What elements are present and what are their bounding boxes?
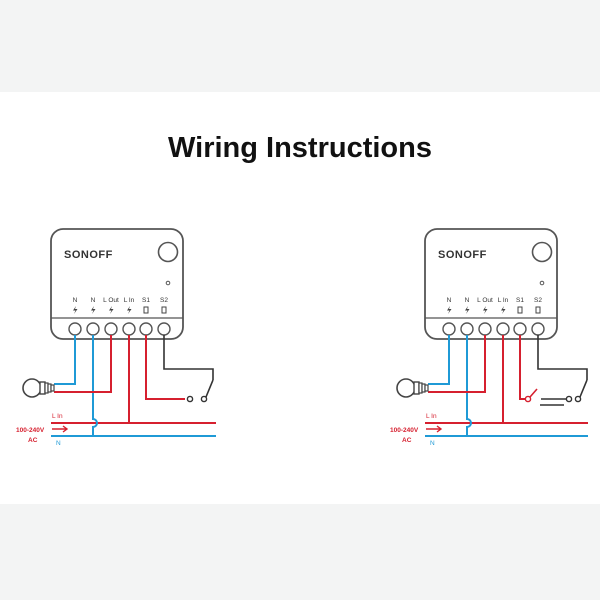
pairing-button — [157, 241, 179, 263]
terminal-screw — [478, 322, 492, 336]
ac-label: AC — [28, 437, 38, 444]
live-line-label: L In — [52, 413, 63, 420]
s2-wire — [163, 335, 214, 380]
neutral-wire-bulb — [428, 335, 450, 385]
s1-wire — [145, 335, 185, 400]
pairing-button — [531, 241, 553, 263]
terminal-screw — [122, 322, 136, 336]
contact-icon — [517, 306, 523, 314]
neutral-wire-supply — [466, 335, 472, 436]
brand-logo: SONOFF — [64, 249, 113, 261]
neutral-line-label: N — [430, 440, 435, 447]
live-wire-bulb — [54, 335, 112, 393]
terminal-label: S2 — [534, 297, 542, 304]
contact-icon — [143, 306, 149, 314]
terminal-label: N — [73, 297, 78, 304]
terminal-label: S1 — [516, 297, 524, 304]
led-indicator — [165, 280, 171, 286]
s1-wire — [519, 335, 525, 400]
switch-contact — [574, 395, 582, 403]
arrow-icon — [52, 425, 69, 433]
terminal-label: L Out — [477, 297, 493, 304]
terminal-screw — [513, 322, 527, 336]
live-wire-bulb — [428, 335, 486, 393]
terminal-screw — [442, 322, 456, 336]
diagram-left: SONOFF N N L Out L In S1 S2 — [16, 228, 216, 447]
terminal-label: L Out — [103, 297, 119, 304]
ac-label: AC — [402, 437, 412, 444]
switch-lever — [529, 388, 538, 398]
terminal-label: L In — [124, 297, 135, 304]
terminal-label: N — [465, 297, 470, 304]
diagram-right: SONOFF N N L Out L In S1 S2 — [390, 228, 588, 447]
neutral-wire-bulb — [54, 335, 76, 385]
terminal-screw — [496, 322, 510, 336]
led-indicator — [539, 280, 545, 286]
neutral-wire-supply — [92, 335, 98, 436]
terminal-label: L In — [498, 297, 509, 304]
neutral-line-label: N — [56, 440, 61, 447]
brand-logo: SONOFF — [438, 249, 487, 261]
switch-lever — [579, 379, 588, 398]
arrow-icon — [426, 425, 443, 433]
voltage-label: 100-240V — [390, 427, 419, 434]
terminal-screw — [86, 322, 100, 336]
s2-wire — [537, 335, 588, 380]
light-bulb-icon — [396, 378, 429, 398]
contact-icon — [161, 306, 167, 314]
terminal-screw — [460, 322, 474, 336]
switch-lever — [205, 379, 214, 398]
terminal-screw — [104, 322, 118, 336]
terminal-screw — [68, 322, 82, 336]
terminal-label: S2 — [160, 297, 168, 304]
terminal-screw — [531, 322, 545, 336]
voltage-label: 100-240V — [16, 427, 45, 434]
light-bulb-icon — [22, 378, 55, 398]
contact-icon — [535, 306, 541, 314]
module-body — [424, 228, 558, 340]
terminal-label: N — [447, 297, 452, 304]
terminal-screw — [157, 322, 171, 336]
module-body — [50, 228, 184, 340]
page-title: Wiring Instructions — [168, 132, 432, 164]
switch-contact — [524, 395, 532, 403]
terminal-screw — [139, 322, 153, 336]
terminal-label: S1 — [142, 297, 150, 304]
terminal-label: N — [91, 297, 96, 304]
live-line-label: L In — [426, 413, 437, 420]
switch-contact — [565, 395, 573, 403]
switch-contact — [186, 395, 194, 403]
switch-contact — [200, 395, 208, 403]
